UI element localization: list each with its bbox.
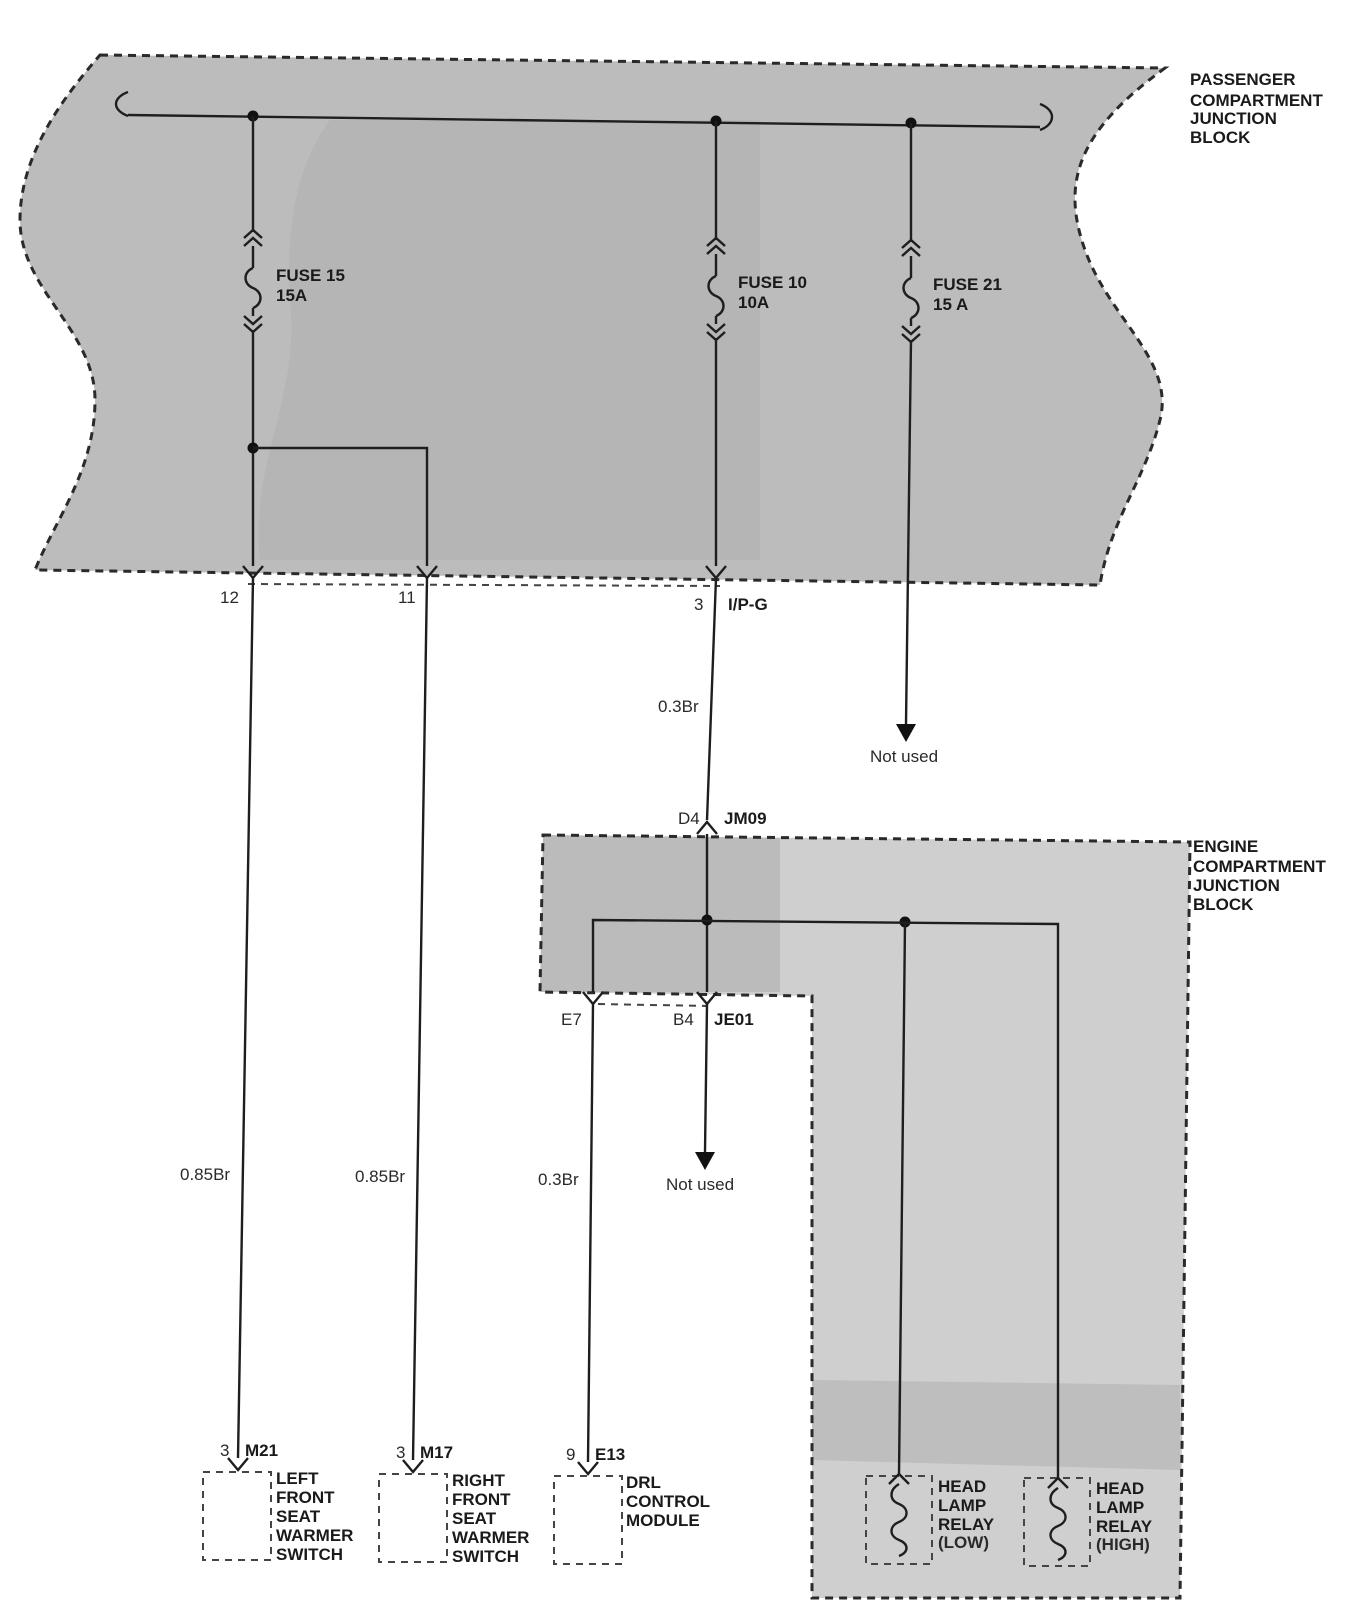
wire-fuse10-label: 0.3Br (658, 697, 699, 716)
right-seat-line: SEAT (452, 1509, 497, 1528)
right-front-seat-warmer-switch (378, 1473, 448, 1563)
left-seat-line: WARMER (276, 1526, 353, 1545)
engine-label-line: JUNCTION (1193, 876, 1280, 895)
not-used-label: Not used (666, 1175, 734, 1194)
drl-module-label: DRL CONTROL MODULE (626, 1473, 714, 1530)
pin-m21: 3 (220, 1441, 229, 1460)
engine-block-wiring (577, 820, 1060, 1478)
engine-label-line: BLOCK (1193, 895, 1254, 914)
head-lamp-relay-high (1023, 1476, 1091, 1567)
pin-e13: 9 (566, 1445, 575, 1464)
drl-line: MODULE (626, 1511, 700, 1530)
pin-m17: 3 (396, 1443, 405, 1462)
fuse-rating: 15A (276, 286, 307, 305)
fuse-name: FUSE 21 (933, 275, 1002, 294)
relay-high-line: HEAD (1096, 1479, 1144, 1498)
seat-warmer-wires (227, 577, 429, 1474)
connector-jm09: JM09 (724, 809, 767, 828)
head-lamp-relay-low (865, 1472, 933, 1565)
drl-control-module (553, 1475, 623, 1565)
left-seat-switch-label: LEFT FRONT SEAT WARMER SWITCH (276, 1469, 358, 1564)
passenger-block-label: PASSENGER COMPARTMENT JUNCTION BLOCK (1190, 70, 1328, 147)
fuse-21-label: FUSE 21 15 A (933, 275, 1007, 314)
fuse-rating: 15 A (933, 295, 968, 314)
fuse-15-label: FUSE 15 15A (276, 266, 350, 305)
passenger-label-line: COMPARTMENT (1190, 91, 1323, 110)
pin-d4: D4 (678, 809, 700, 828)
wire-left-seat-label: 0.85Br (180, 1165, 230, 1184)
relay-low-line: LAMP (938, 1496, 986, 1515)
engine-label-line: ENGINE (1193, 837, 1258, 856)
fuse-name: FUSE 15 (276, 266, 345, 285)
connector-e13: E13 (595, 1445, 625, 1464)
right-seat-line: RIGHT (452, 1471, 506, 1490)
relay-low-line: HEAD (938, 1477, 986, 1496)
pin-3: 3 (694, 595, 703, 614)
right-seat-switch-label: RIGHT FRONT SEAT WARMER SWITCH (452, 1471, 534, 1566)
fuse-rating: 10A (738, 293, 769, 312)
relay-high-line: (HIGH) (1096, 1535, 1150, 1554)
relay-high-label: HEAD LAMP RELAY (HIGH) (1096, 1479, 1156, 1554)
left-seat-line: SEAT (276, 1507, 321, 1526)
left-seat-line: LEFT (276, 1469, 319, 1488)
connector-ipg: I/P-G (728, 595, 768, 614)
left-seat-line: FRONT (276, 1488, 335, 1507)
relay-low-line: (LOW) (938, 1533, 989, 1552)
wire-right-seat-label: 0.85Br (355, 1167, 405, 1186)
pin-e7: E7 (561, 1010, 582, 1029)
wire-drl-label: 0.3Br (538, 1170, 579, 1189)
engine-block-label: ENGINE COMPARTMENT JUNCTION BLOCK (1193, 837, 1331, 914)
pin-b4: B4 (673, 1010, 694, 1029)
fuse-21-circuit (896, 117, 921, 742)
fuse-10-circuit (705, 115, 727, 821)
right-seat-line: WARMER (452, 1528, 529, 1547)
connector-m21: M21 (245, 1441, 278, 1460)
not-used-label: Not used (870, 747, 938, 766)
connector-m17: M17 (420, 1443, 453, 1462)
fuse-15-circuit (242, 110, 438, 580)
left-seat-line: SWITCH (276, 1545, 343, 1564)
relay-low-label: HEAD LAMP RELAY (LOW) (938, 1477, 998, 1552)
passenger-junction-block (18, 53, 1170, 587)
engine-junction-block (538, 833, 1192, 1600)
relay-low-line: RELAY (938, 1515, 995, 1534)
right-seat-line: SWITCH (452, 1547, 519, 1566)
pin-11: 11 (398, 588, 416, 607)
relay-high-line: LAMP (1096, 1498, 1144, 1517)
left-front-seat-warmer-switch (202, 1471, 272, 1561)
pin-12: 12 (220, 588, 239, 607)
busbar (114, 90, 1054, 132)
connector-je01: JE01 (714, 1010, 754, 1029)
drl-line: CONTROL (626, 1492, 710, 1511)
passenger-label-line: PASSENGER (1190, 70, 1296, 89)
relay-high-line: RELAY (1096, 1517, 1153, 1536)
drl-line: DRL (626, 1473, 661, 1492)
passenger-label-line: BLOCK (1190, 128, 1251, 147)
fuse-10-label: FUSE 10 10A (738, 273, 812, 312)
passenger-label-line: JUNCTION (1190, 109, 1277, 128)
fuse-name: FUSE 10 (738, 273, 807, 292)
right-seat-line: FRONT (452, 1490, 511, 1509)
engine-label-line: COMPARTMENT (1193, 857, 1326, 876)
